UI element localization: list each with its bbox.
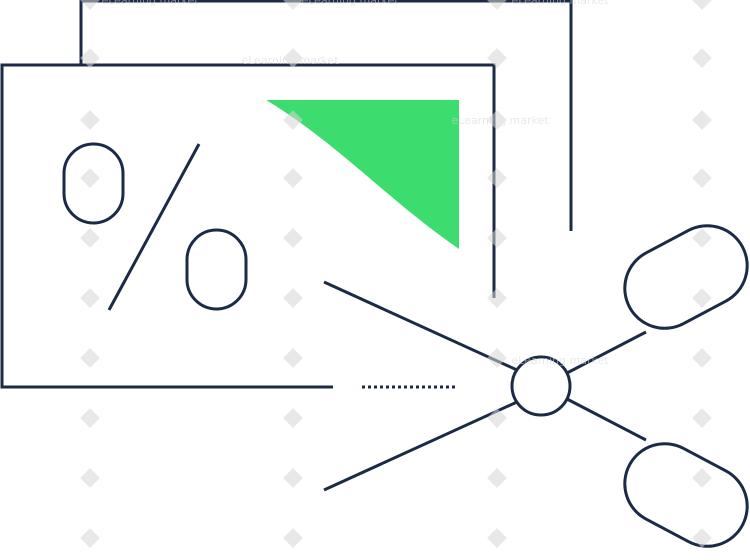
watermark-diamond [692,0,712,10]
watermark-diamond [487,468,507,488]
percent-top-circle [62,142,125,225]
watermark-diamond [487,110,507,130]
scissors-blade-upper [323,280,518,372]
watermark-diamond [80,228,100,248]
watermark-diamond [80,48,100,68]
watermark-diamond [487,168,507,188]
percent-slash [107,143,201,311]
watermark-diamond [283,168,303,188]
scissors-arm-lower [566,397,647,442]
watermark-diamond [283,288,303,308]
watermark-diamond [692,348,712,368]
watermark-text: eLearning market [301,0,399,7]
scissors-arm-upper [566,330,647,375]
watermark-diamond [80,528,100,548]
scissors-handle-upper [623,224,749,330]
watermark-diamond [80,110,100,130]
watermark-pattern: eLearning market eLearning market eLearnin… [80,0,712,548]
watermark-diamond [80,468,100,488]
front-coupon-outline [0,63,496,389]
watermark-diamond [283,468,303,488]
scissors-pivot [510,355,572,417]
watermark-diamond [692,288,712,308]
watermark-diamond [487,408,507,428]
watermark-diamond [283,408,303,428]
percent-icon [62,142,248,311]
percent-bottom-circle [185,228,248,311]
watermark-diamond [283,528,303,548]
watermark-text: eLearning market [241,54,339,67]
watermark-text: eLearning market [511,0,609,7]
watermark-diamond [487,288,507,308]
watermark-text: eLearning market [451,114,549,127]
watermark-diamond [283,48,303,68]
watermark-diamond [692,228,712,248]
watermark-diamond [692,468,712,488]
watermark-text: eLearning market [101,0,199,7]
back-coupon-outline [79,0,573,231]
watermark-diamond [80,0,100,10]
watermark-diamond [692,168,712,188]
watermark-diamond [80,408,100,428]
watermark-diamond [283,110,303,130]
watermark-diamond [80,168,100,188]
watermark-diamond [487,348,507,368]
scissors-icon [323,224,749,548]
watermark-diamond [487,228,507,248]
scissors-blade-lower [323,400,518,492]
watermark-diamond [80,348,100,368]
watermark-text: eLearning market [511,354,609,367]
green-corner-peel [266,100,459,249]
watermark-diamond [487,528,507,548]
watermark-diamond [487,0,507,10]
watermark-diamond [692,110,712,130]
watermark-diamond [487,48,507,68]
watermark-diamond [283,228,303,248]
watermark-diamond [692,408,712,428]
watermark-diamond [692,48,712,68]
watermark-diamond [692,528,712,548]
scissors-handle-lower [623,442,749,548]
watermark-diamond [283,348,303,368]
watermark-diamond [80,288,100,308]
watermark-diamond [283,0,303,10]
